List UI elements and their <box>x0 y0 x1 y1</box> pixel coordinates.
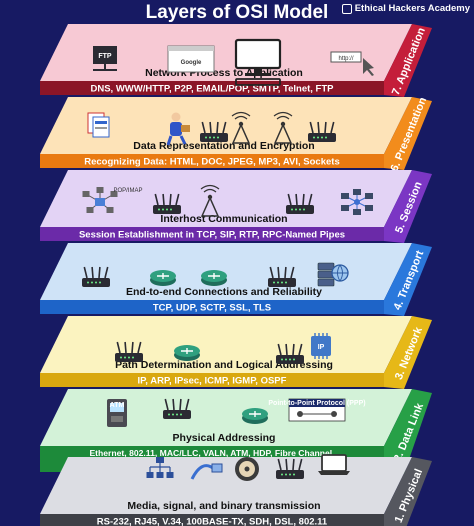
router-icon <box>200 121 228 142</box>
protocol-list: RS-232, RJ45, V.34, 100BASE-TX, SDH, DSL… <box>97 517 328 526</box>
http-label: http:// <box>338 56 353 62</box>
ppp-diagram-icon: Point-to-Point Protocol (PPP) <box>268 398 366 422</box>
router-icon <box>268 266 296 287</box>
router-icon <box>276 343 304 364</box>
atm-label: ATM <box>110 402 125 409</box>
protocol-list: TCP, UDP, SCTP, SSL, TLS <box>153 303 271 314</box>
delivery-person-icon <box>166 112 190 146</box>
protocol-list: Recognizing Data: HTML, DOC, JPEG, MP3, … <box>84 157 339 168</box>
protocol-band <box>40 514 384 526</box>
layer-heading: Media, signal, and binary transmission <box>127 500 320 512</box>
layer-2-icons: ATM Point-to-Point Protocol (PPP) <box>107 398 366 427</box>
antenna-icon <box>200 184 220 217</box>
documents-icon <box>87 112 110 138</box>
protocol-band <box>40 154 384 168</box>
google-browser-icon: Google <box>167 45 215 73</box>
brand-logo-icon <box>341 3 352 14</box>
layer-5-icons: POP/IMAP <box>82 184 373 217</box>
computer-monitor-icon <box>234 38 282 86</box>
router-icon <box>276 458 304 479</box>
ftp-server-icon: FTP <box>93 46 117 71</box>
layer-side-face <box>384 316 432 389</box>
protocol-list: IP, ARP, IPsec, ICMP, IGMP, OSPF <box>138 376 287 387</box>
layer-heading: End-to-end Connections and Reliability <box>126 286 322 298</box>
protocol-band <box>40 300 384 314</box>
ftp-label: FTP <box>98 53 112 60</box>
cable-reel-icon <box>235 457 259 481</box>
layer-side-face <box>384 97 432 170</box>
layer-3-icons: IP <box>115 333 331 364</box>
laptop-icon <box>318 454 350 475</box>
protocol-band <box>40 81 384 95</box>
layer-top-face <box>40 170 412 227</box>
protocol-list: Ethernet, 802.11, MAC/LLC, VALN, ATM, HD… <box>89 448 334 458</box>
antenna-icon <box>231 111 251 144</box>
layer-side-face <box>384 170 432 243</box>
layer-side-face <box>384 24 432 97</box>
server-globe-icon <box>317 262 349 287</box>
protocol-list: Session Establishment in TCP, SIP, RTP, … <box>79 230 345 241</box>
brand-logo: Ethical Hackers Academy <box>341 3 470 14</box>
layer-heading: Data Representation and Encryption <box>133 140 314 152</box>
router-icon <box>308 121 336 142</box>
layer-4-icons <box>82 262 349 287</box>
router-disc-icon <box>242 408 268 424</box>
router-disc-icon <box>174 345 200 361</box>
layer-7-icons: FTP Google http:// <box>93 38 374 86</box>
protocol-band <box>40 227 384 241</box>
brand-name: Ethical Hackers Academy <box>354 3 470 14</box>
ip-label: IP <box>318 344 325 351</box>
atm-icon <box>107 399 127 427</box>
page-title: Layers of OSI Model <box>145 2 329 23</box>
layer-side-face <box>384 457 432 526</box>
layer-heading: Interhost Communication <box>160 213 287 225</box>
computer-network-icon <box>341 189 373 215</box>
router-icon <box>163 398 191 419</box>
layer-side-face <box>384 243 432 316</box>
layer-side-face <box>384 389 432 474</box>
protocol-band <box>40 373 384 387</box>
layer-6-icons <box>87 111 336 146</box>
http-cursor-icon: http:// <box>330 51 374 76</box>
ppp-label: Point-to-Point Protocol (PPP) <box>268 400 365 407</box>
protocol-list: DNS, WWW/HTTP, P2P, EMAIL/POP, SMTP, Tel… <box>91 84 335 95</box>
layer-1-icons <box>146 454 350 481</box>
layer-heading: Physical Addressing <box>173 432 276 444</box>
pop-imap-label: POP/IMAP <box>113 188 142 194</box>
router-icon <box>115 341 143 362</box>
layer-top-face <box>40 24 412 81</box>
hierarchy-icon <box>146 457 174 478</box>
ip-chip-icon <box>311 333 331 359</box>
router-icon <box>153 193 181 214</box>
google-label: Google <box>181 60 202 66</box>
router-disc-icon <box>201 270 227 286</box>
network-topology-icon <box>82 187 118 213</box>
router-icon <box>286 193 314 214</box>
antenna-icon <box>273 111 293 144</box>
router-disc-icon <box>150 270 176 286</box>
cable-connector-icon <box>190 463 223 480</box>
router-icon <box>82 266 110 287</box>
